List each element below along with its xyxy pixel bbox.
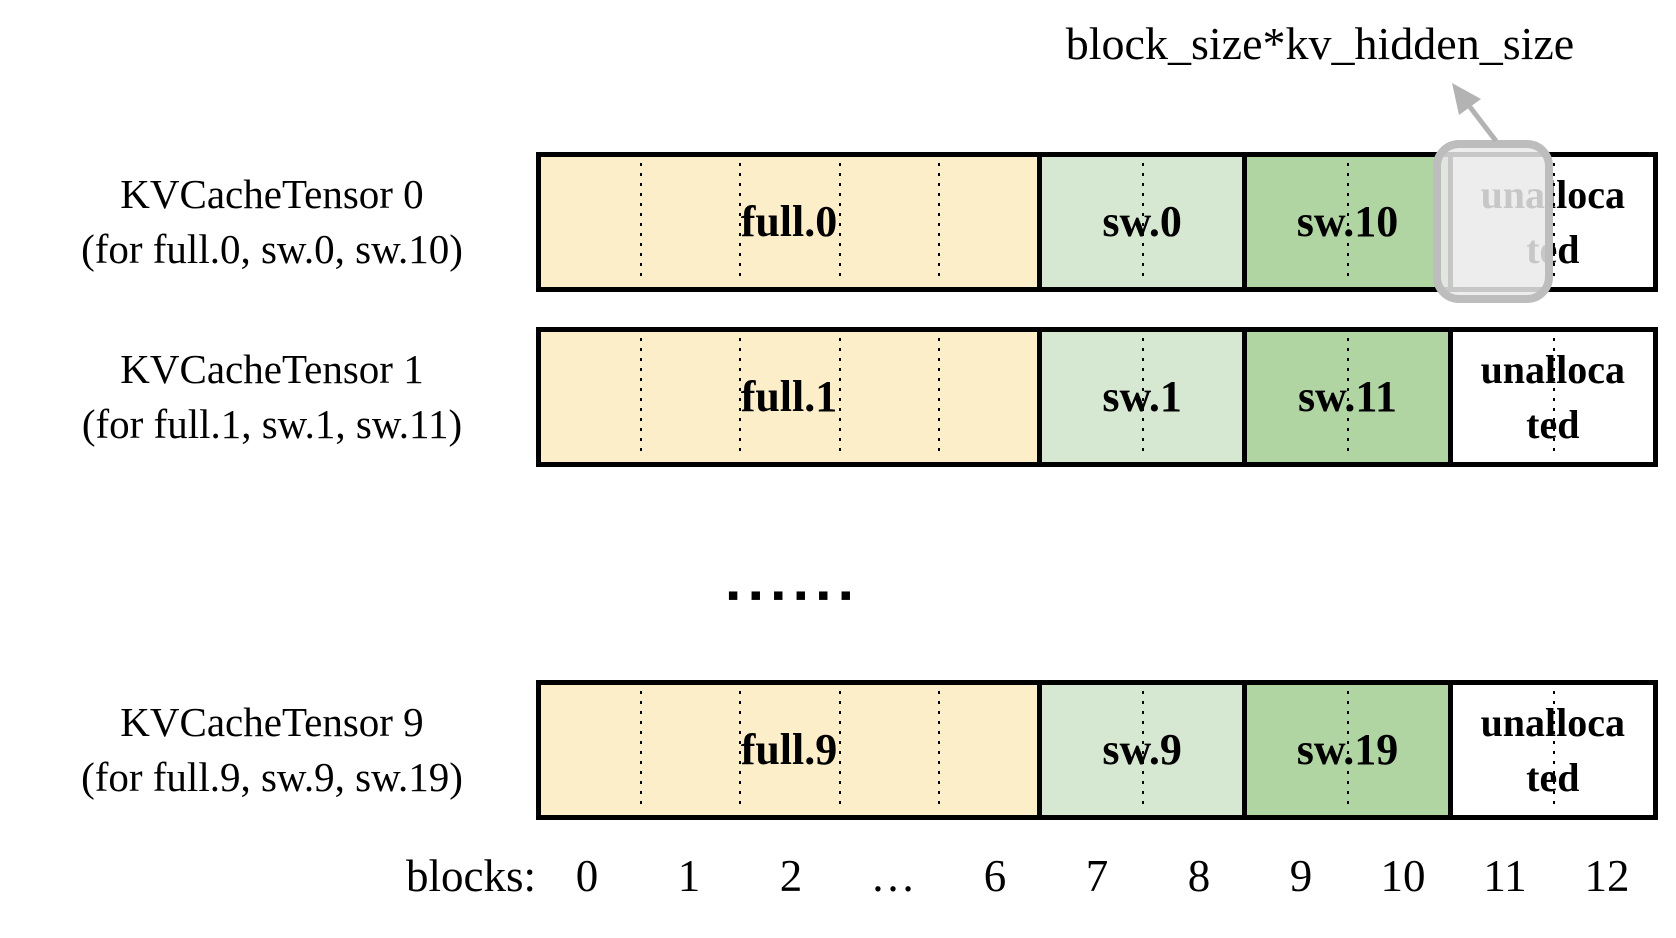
rows-ellipsis: ▪▪▪▪▪▪ xyxy=(727,585,863,605)
axis-tick-1: 1 xyxy=(677,851,701,901)
block-divider-dotted-line xyxy=(739,338,742,456)
segment-label: unalloca ted xyxy=(1480,700,1626,800)
tensor-0-label: KVCacheTensor 0 (for full.0, sw.0, sw.10… xyxy=(81,171,463,272)
block-divider-dotted-line xyxy=(640,338,643,456)
kvcache-tensor-1-bar: full.1 sw.1 sw.11 unalloca ted xyxy=(536,327,1658,467)
segment-label: sw.11 xyxy=(1297,372,1397,421)
unallocated-segment: unalloca ted xyxy=(1447,332,1653,462)
sw-early-segment: sw.1 xyxy=(1036,332,1243,462)
block-divider-dotted-line xyxy=(1552,338,1555,456)
block-divider-dotted-line xyxy=(739,691,742,809)
segment-label: sw.9 xyxy=(1102,725,1182,774)
block-divider-dotted-line xyxy=(937,691,940,809)
highlighted-unallocated-block xyxy=(1433,140,1553,303)
segment-label: full.9 xyxy=(740,725,838,774)
block-divider-dotted-line xyxy=(739,163,742,281)
tensor-1-label: KVCacheTensor 1 (for full.1, sw.1, sw.11… xyxy=(81,346,463,447)
axis-label-blocks: blocks: xyxy=(406,851,536,901)
sw-early-segment: sw.9 xyxy=(1036,685,1243,815)
block-divider-dotted-line xyxy=(1552,691,1555,809)
kvcache-tensor-9-bar: full.9 sw.9 sw.19 unalloca ted xyxy=(536,680,1658,820)
block-divider-dotted-line xyxy=(640,691,643,809)
tensor-9-label: KVCacheTensor 9 (for full.9, sw.9, sw.19… xyxy=(81,699,463,800)
axis-tick-ellipsis: … xyxy=(870,851,916,901)
block-divider-dotted-line xyxy=(1142,338,1145,456)
segment-label: sw.10 xyxy=(1296,197,1399,246)
block-divider-dotted-line xyxy=(838,163,841,281)
arrowhead xyxy=(1452,83,1481,115)
segment-label: sw.1 xyxy=(1102,372,1182,421)
block-divider-dotted-line xyxy=(838,691,841,809)
full-segment: full.1 xyxy=(541,332,1037,462)
segment-label: sw.19 xyxy=(1296,725,1399,774)
segment-label: unalloca ted xyxy=(1480,347,1626,447)
block-divider-dotted-line xyxy=(1347,691,1350,809)
axis-tick-2: 2 xyxy=(779,851,803,901)
axis-tick-11: 11 xyxy=(1483,851,1527,901)
block-divider-dotted-line xyxy=(640,163,643,281)
full-segment: full.9 xyxy=(541,685,1037,815)
block-divider-dotted-line xyxy=(838,338,841,456)
axis-tick-12: 12 xyxy=(1584,851,1630,901)
axis-tick-0: 0 xyxy=(575,851,599,901)
sw-early-segment: sw.0 xyxy=(1036,157,1243,287)
unallocated-segment: unalloca ted xyxy=(1447,685,1653,815)
axis-tick-7: 7 xyxy=(1085,851,1109,901)
block-divider-dotted-line xyxy=(1142,163,1145,281)
sw-late-segment: sw.11 xyxy=(1242,332,1448,462)
segment-label: full.1 xyxy=(740,372,838,421)
segment-label: full.0 xyxy=(740,197,838,246)
block-divider-dotted-line xyxy=(1142,691,1145,809)
block-divider-dotted-line xyxy=(1347,338,1350,456)
block-divider-dotted-line xyxy=(937,338,940,456)
sw-late-segment: sw.10 xyxy=(1242,157,1448,287)
block-divider-dotted-line xyxy=(1552,163,1555,281)
segment-label: sw.0 xyxy=(1102,197,1182,246)
full-segment: full.0 xyxy=(541,157,1037,287)
sw-late-segment: sw.19 xyxy=(1242,685,1448,815)
axis-tick-10: 10 xyxy=(1380,851,1426,901)
axis-tick-9: 9 xyxy=(1289,851,1313,901)
block-divider-dotted-line xyxy=(1347,163,1350,281)
axis-tick-6: 6 xyxy=(983,851,1007,901)
axis-tick-8: 8 xyxy=(1187,851,1211,901)
block-divider-dotted-line xyxy=(937,163,940,281)
block-size-annotation: block_size*kv_hidden_size xyxy=(1065,18,1575,69)
